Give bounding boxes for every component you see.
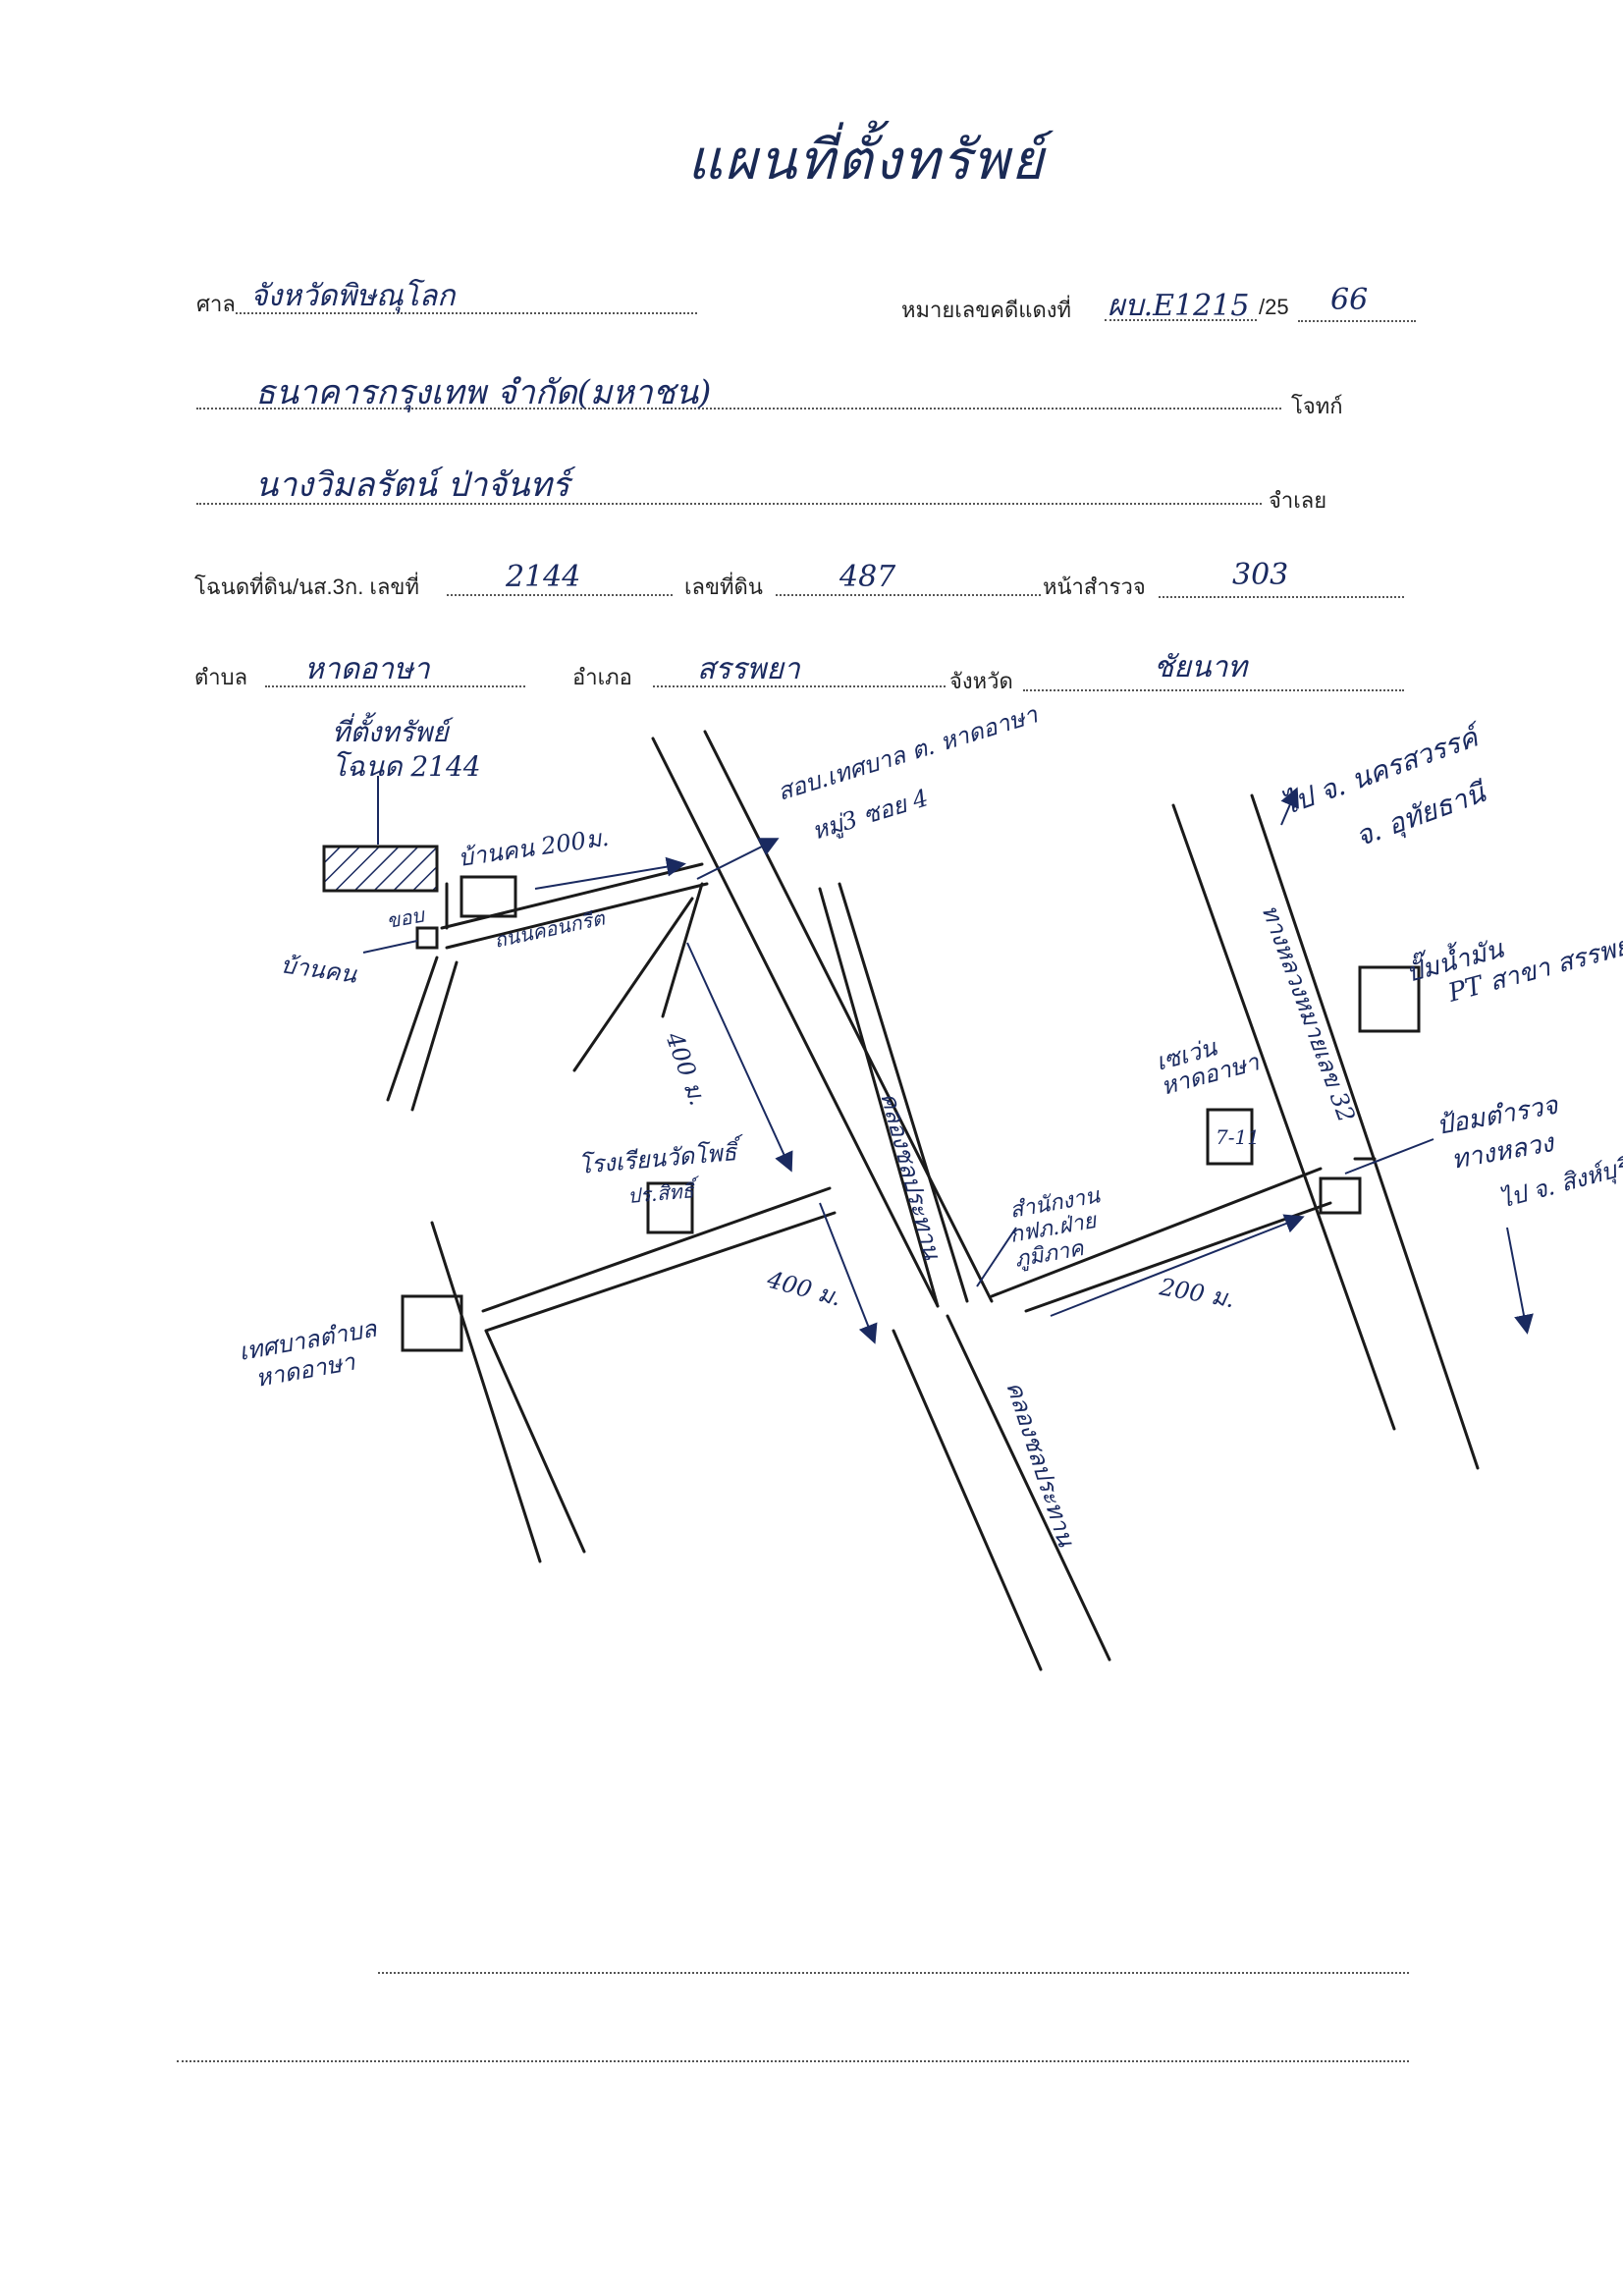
signature-line-1 xyxy=(378,1972,1409,1974)
cross-road-1 xyxy=(481,1186,832,1313)
map-seven-3: 7-11 xyxy=(1216,1125,1260,1149)
school-box xyxy=(646,1181,694,1234)
feeder-road-1 xyxy=(386,956,439,1102)
office-arrow xyxy=(696,838,780,880)
survey-value: 303 xyxy=(1232,558,1289,592)
map-property-label-2: โฉนด 2144 xyxy=(332,750,481,783)
dist-arrow-200-a xyxy=(534,856,686,890)
signature-line-2 xyxy=(177,2060,1409,2062)
district-label: อำเภอ xyxy=(572,665,632,689)
page-title: แผนที่ตั้งทรัพย์ xyxy=(687,129,1046,192)
map-house-b-dist: บ้านคน 200ม. xyxy=(457,824,611,872)
map-house-a: บ้านคน xyxy=(279,951,358,989)
dist-arrow-400-a xyxy=(686,942,793,1173)
province-value: ชัยนาท xyxy=(1154,650,1248,684)
house-a-pointer xyxy=(362,940,418,954)
seven-eleven-box xyxy=(1206,1108,1254,1166)
main-road-edge-2 xyxy=(703,730,994,1303)
highway-edge-2 xyxy=(1250,793,1480,1470)
subdistrict-line xyxy=(265,685,525,687)
year-line xyxy=(1298,320,1416,322)
feeder-road-3 xyxy=(572,897,694,1072)
map-school-2: ปร.สิทธิ์ xyxy=(626,1175,702,1208)
police-pointer xyxy=(1344,1138,1434,1175)
land-no-line xyxy=(776,594,1041,596)
property-parcel xyxy=(322,845,439,893)
cross-road-4 xyxy=(1024,1201,1332,1313)
year-value: 66 xyxy=(1330,283,1369,317)
north-arrow xyxy=(1280,787,1299,826)
map-canal-2: คลองชลประทาน xyxy=(1001,1378,1080,1550)
case-line xyxy=(1105,319,1257,321)
cross-road-2 xyxy=(484,1211,837,1333)
side-road-2 xyxy=(484,1329,586,1554)
court-label: ศาล xyxy=(196,292,236,316)
plaintiff-line xyxy=(196,408,1281,410)
concrete-road-edge-2 xyxy=(445,882,709,950)
subdistrict-value: หาดอาษา xyxy=(304,652,430,686)
plaintiff-value: ธนาคารกรุงเทพ จำกัด(มหาชน) xyxy=(255,373,712,412)
survey-line xyxy=(1159,596,1404,598)
court-line xyxy=(236,312,697,314)
highway-edge-1 xyxy=(1171,803,1396,1431)
main-road-edge-4 xyxy=(946,1314,1111,1662)
dist-arrow-200-b xyxy=(1050,1214,1305,1317)
district-value: สรรพยา xyxy=(697,652,800,686)
canal-edge-1 xyxy=(818,887,940,1308)
canal-edge-2 xyxy=(838,882,969,1303)
map-dist-400-b: 400 ม. xyxy=(763,1265,843,1311)
feeder-road-4 xyxy=(661,882,704,1018)
map-property-label-1: ที่ตั้งทรัพย์ xyxy=(332,712,455,748)
defendant-value: นางวิมลรัตน์ ป่าจันทร์ xyxy=(255,465,570,505)
land-no-value: 487 xyxy=(839,560,896,594)
year-prefix: /25 xyxy=(1259,295,1289,319)
case-value: ผบ.E1215 xyxy=(1108,289,1250,323)
plaintiff-label: โจทก์ xyxy=(1291,394,1343,418)
feeder-road-2 xyxy=(410,960,459,1112)
municipality-box xyxy=(401,1294,463,1352)
south-arrow xyxy=(1506,1227,1534,1335)
map-dist-400-a: 400 ม. xyxy=(660,1028,712,1110)
map-highway: ทางหลวงหมายเลข 32 xyxy=(1256,901,1360,1125)
survey-label: หน้าสำรวจ xyxy=(1043,574,1146,599)
house-box xyxy=(460,875,517,918)
map-school-1: โรงเรียนวัดโพธิ์ xyxy=(577,1133,746,1179)
subdistrict-label: ตำบล xyxy=(194,665,248,689)
deed-value: 2144 xyxy=(506,560,581,594)
map-office-sub: หมู่3 ซอย 4 xyxy=(809,784,932,846)
pole-box xyxy=(415,926,439,950)
land-no-label: เลขที่ดิน xyxy=(684,574,763,599)
case-label: หมายเลขคดีแดงที่ xyxy=(901,298,1072,322)
cross-road-3 xyxy=(990,1167,1323,1298)
main-road-edge-1 xyxy=(651,737,940,1308)
province-label: จังหวัด xyxy=(949,669,1013,693)
gas-station-box xyxy=(1358,965,1421,1033)
deed-line xyxy=(447,594,673,596)
electricity-pointer xyxy=(976,1227,1017,1287)
deed-label: โฉนดที่ดิน/นส.3ก. เลขที่ xyxy=(194,574,419,599)
police-box xyxy=(1319,1176,1362,1215)
court-value: จังหวัดพิษณุโลก xyxy=(250,279,456,313)
map-dist-200: 200 ม. xyxy=(1157,1273,1237,1313)
district-line xyxy=(653,685,946,687)
defendant-label: จำเลย xyxy=(1269,488,1327,513)
main-road-edge-3 xyxy=(892,1329,1043,1671)
defendant-line xyxy=(196,503,1262,505)
dist-arrow-400-b xyxy=(819,1202,878,1344)
province-line xyxy=(1023,689,1404,691)
side-road-1 xyxy=(430,1221,542,1563)
